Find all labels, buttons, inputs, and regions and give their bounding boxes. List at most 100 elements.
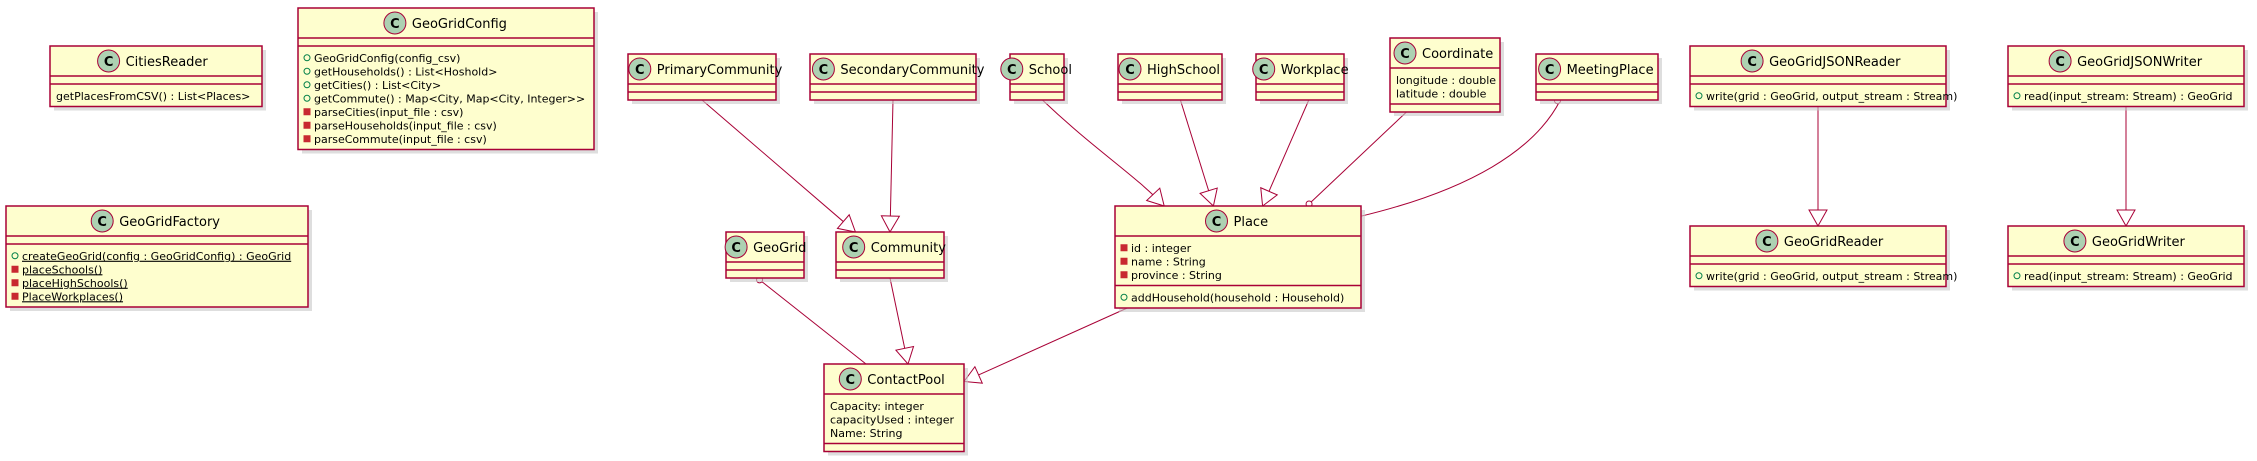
generalization-arrowhead <box>1199 187 1218 207</box>
class-name: MeetingPlace <box>1567 63 1654 78</box>
class-stereotype-letter: C <box>2055 55 2065 70</box>
class-stereotype-letter: C <box>1762 235 1772 250</box>
class-stereotype-icon <box>628 57 652 81</box>
class-stereotype-icon <box>1118 57 1142 81</box>
class-method: GeoGridConfig(config_csv) <box>314 52 460 65</box>
public-visibility-icon <box>1120 293 1128 301</box>
class-workplace: C Workplace <box>1252 53 1349 104</box>
public-visibility-icon <box>1695 272 1703 280</box>
public-visibility-icon <box>303 67 311 75</box>
relation-place-to-contact-pool <box>963 307 1128 384</box>
class-method: read(input_stream: Stream) : GeoGrid <box>2024 90 2233 103</box>
class-geo-grid: C GeoGrid <box>724 231 808 282</box>
class-name: GeoGridJSONWriter <box>2077 55 2203 70</box>
class-attribute: id : integer <box>1131 242 1192 255</box>
private-visibility-icon <box>11 265 19 273</box>
class-method: addHousehold(household : Household) <box>1131 291 1344 304</box>
class-method: parseCommute(input_file : csv) <box>314 133 487 146</box>
public-visibility-icon <box>303 54 311 62</box>
class-stereotype-letter: C <box>1007 63 1017 78</box>
relation-workplace-to-place <box>1260 99 1310 207</box>
relation-geo-grid-to-contact-pool <box>756 276 867 365</box>
public-visibility-icon <box>303 81 311 89</box>
class-stereotype-icon <box>1538 57 1562 81</box>
private-visibility-icon <box>303 135 311 143</box>
class-stereotype-letter: C <box>97 215 107 230</box>
private-visibility-icon <box>1120 257 1128 265</box>
class-method: PlaceWorkplaces() <box>22 290 123 303</box>
private-visibility-icon <box>11 279 19 287</box>
class-stereotype-icon <box>1755 229 1779 253</box>
class-name: Coordinate <box>1422 47 1493 62</box>
class-name: GeoGridConfig <box>412 17 507 32</box>
class-stereotype-letter: C <box>819 63 829 78</box>
class-stereotype-letter: C <box>849 241 859 256</box>
class-attribute: longitude : double <box>1396 74 1496 87</box>
class-method: createGeoGrid(config : GeoGridConfig) : … <box>22 250 291 263</box>
class-box <box>5 205 309 308</box>
generalization-arrowhead <box>1145 187 1165 207</box>
class-stereotype-letter: C <box>1125 63 1135 78</box>
class-stereotype-icon <box>383 11 407 35</box>
class-name: GeoGrid <box>753 241 806 256</box>
class-name: Community <box>871 241 947 256</box>
relation-line <box>978 307 1128 376</box>
class-cities-reader: C CitiesReader getPlacesFromCSV() : List<P… <box>49 45 266 111</box>
generalization-arrowhead <box>894 345 915 365</box>
relation-geo-grid-json-reader-to-geo-grid-reader <box>1808 106 1828 228</box>
class-name: HighSchool <box>1147 63 1220 78</box>
relation-line <box>1268 99 1310 192</box>
class-box <box>1114 205 1362 309</box>
class-stereotype-letter: C <box>390 17 400 32</box>
relation-geo-grid-json-writer-to-geo-grid-writer <box>2116 106 2136 228</box>
generalization-arrowhead <box>2116 209 2136 228</box>
class-stereotype-letter: C <box>731 241 741 256</box>
class-community: C Community <box>835 231 948 282</box>
class-stereotype-letter: C <box>1545 63 1555 78</box>
relation-line <box>889 99 894 217</box>
class-stereotype-letter: C <box>104 55 114 70</box>
class-method: getPlacesFromCSV() : List<Places> <box>56 90 250 103</box>
relation-line <box>756 277 867 365</box>
class-name: GeoGridFactory <box>119 215 220 230</box>
relation-coordinate-to-place <box>1305 111 1407 208</box>
class-method: read(input_stream: Stream) : GeoGrid <box>2024 270 2233 283</box>
class-attribute: province : String <box>1131 269 1222 282</box>
classes-layer: C CitiesReader getPlacesFromCSV() : List<P… <box>5 7 2248 456</box>
relation-line <box>1179 99 1210 191</box>
class-stereotype-icon <box>838 367 862 391</box>
class-stereotype-letter: C <box>846 373 856 388</box>
class-method: placeHighSchools() <box>22 277 128 290</box>
class-name: PrimaryCommunity <box>657 63 783 78</box>
class-method: placeSchools() <box>22 263 102 276</box>
private-visibility-icon <box>303 121 311 129</box>
class-name: Workplace <box>1281 63 1349 78</box>
class-stereotype-icon <box>2048 49 2072 73</box>
class-name: CitiesReader <box>126 55 209 70</box>
relation-primary-community-to-community <box>701 99 857 233</box>
class-attribute: Capacity: integer <box>830 400 924 413</box>
class-method: parseCities(input_file : csv) <box>314 106 463 119</box>
class-attribute: name : String <box>1131 255 1206 268</box>
private-visibility-icon <box>1120 271 1128 279</box>
relation-secondary-community-to-community <box>880 99 901 234</box>
class-method: parseHouseholds(input_file : csv) <box>314 119 497 132</box>
class-high-school: C HighSchool <box>1117 53 1226 104</box>
public-visibility-icon <box>2013 92 2021 100</box>
class-name: ContactPool <box>867 373 944 388</box>
class-stereotype-letter: C <box>1259 63 1269 78</box>
class-name: GeoGridReader <box>1784 235 1884 250</box>
class-name: Place <box>1234 215 1269 230</box>
class-stereotype-icon <box>1740 49 1764 73</box>
class-name: GeoGridWriter <box>2092 235 2186 250</box>
class-meeting-place: C MeetingPlace <box>1535 53 1662 104</box>
generalization-arrowhead <box>1260 186 1279 207</box>
class-stereotype-letter: C <box>1212 215 1222 230</box>
class-stereotype-icon <box>1000 57 1024 81</box>
